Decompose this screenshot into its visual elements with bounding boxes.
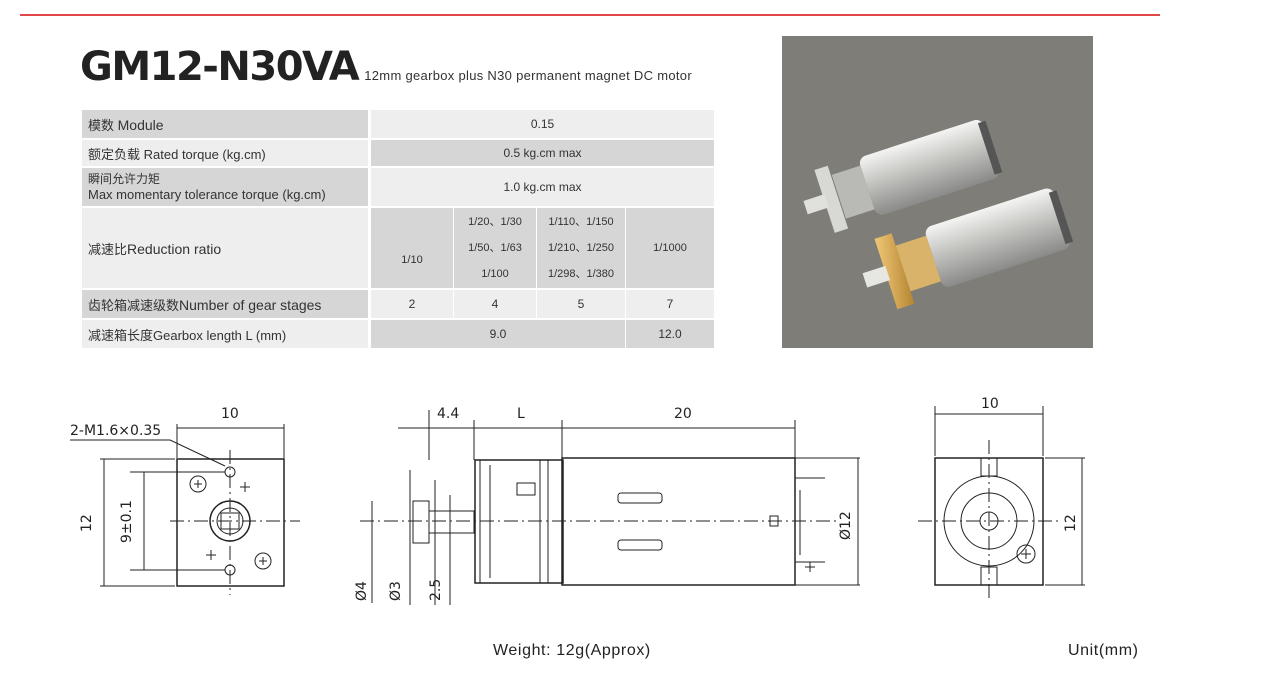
table-row-gear-stages: 齿轮箱减速级数Number of gear stages 2 4 5 7 (82, 290, 714, 318)
hole-spacing-label: 9±0.1 (119, 500, 135, 543)
table-row-rated-torque: 额定负载 Rated torque (kg.cm) 0.5 kg.cm max (82, 140, 714, 166)
motor-photo-illustration (803, 119, 1074, 310)
thread-label: 2-M1.6×0.35 (70, 423, 162, 439)
gearbox-length-label: 减速箱长度Gearbox length L (mm) (82, 320, 368, 348)
rated-torque-label: 额定负载 Rated torque (kg.cm) (82, 140, 368, 166)
rear-height-label: 12 (1063, 514, 1079, 532)
rear-width-label: 10 (981, 396, 999, 412)
shaft-dia-3-label: Ø3 (388, 581, 404, 601)
shaft-flat-label: 2.5 (428, 578, 444, 601)
gear-stages-label: 齿轮箱减速级数Number of gear stages (82, 290, 368, 318)
reduction-col-4: 1/1000 (625, 208, 714, 288)
product-photo (782, 36, 1093, 348)
rear-view-drawing (918, 406, 1085, 600)
header-divider-line (20, 14, 1160, 16)
dim-20-label: 20 (674, 406, 692, 422)
model-subtitle: 12mm gearbox plus N30 permanent magnet D… (364, 68, 692, 83)
module-value: 0.15 (368, 110, 714, 138)
dim-4-4-label: 4.4 (437, 406, 460, 422)
stages-value-1: 2 (368, 290, 453, 318)
length-value-2: 12.0 (625, 320, 714, 348)
reduction-col-1: 1/10 (368, 208, 453, 288)
side-view-drawing (360, 410, 860, 605)
unit-text: Unit(mm) (1068, 642, 1139, 659)
reduction-ratio-label: 减速比Reduction ratio (82, 208, 368, 288)
stages-value-2: 4 (453, 290, 536, 318)
module-label: 模数 Module (82, 110, 368, 138)
stages-value-3: 5 (536, 290, 625, 318)
table-row-max-torque: 瞬间允许力矩 Max momentary tolerance torque (k… (82, 168, 714, 206)
max-torque-label: 瞬间允许力矩 Max momentary tolerance torque (k… (82, 168, 368, 206)
rated-torque-value: 0.5 kg.cm max (368, 140, 714, 166)
table-row-gearbox-length: 减速箱长度Gearbox length L (mm) 9.0 12.0 (82, 320, 714, 348)
front-view-drawing (70, 424, 300, 595)
stages-value-4: 7 (625, 290, 714, 318)
table-row-module: 模数 Module 0.15 (82, 110, 714, 138)
model-number: GM12-N30VA (80, 44, 360, 90)
front-height-label: 12 (79, 514, 95, 532)
max-torque-value: 1.0 kg.cm max (368, 168, 714, 206)
weight-text: Weight: 12g(Approx) (493, 642, 651, 659)
front-width-label: 10 (221, 406, 239, 422)
spec-table: 模数 Module 0.15 额定负载 Rated torque (kg.cm)… (82, 108, 714, 350)
dim-L-label: L (517, 406, 525, 422)
length-value-1: 9.0 (368, 320, 625, 348)
shaft-dia-4-label: Ø4 (354, 581, 370, 601)
page-title: GM12-N30VA 12mm gearbox plus N30 permane… (80, 44, 692, 90)
body-dia-label: Ø12 (838, 511, 854, 540)
